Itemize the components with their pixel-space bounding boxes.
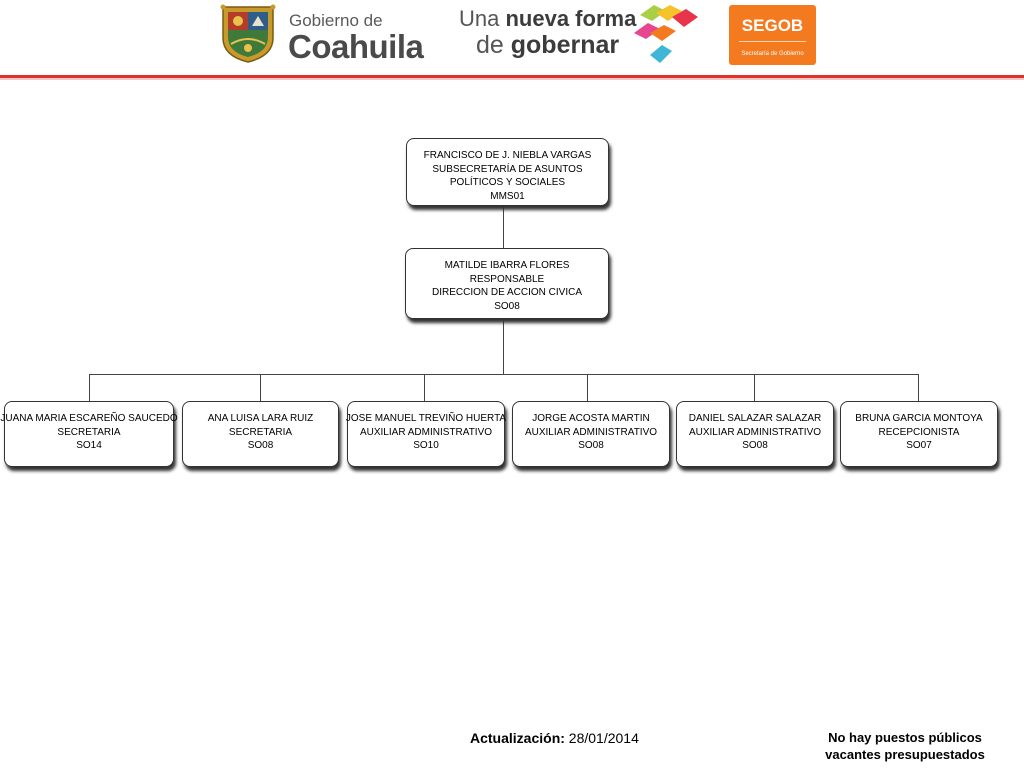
node-name: MATILDE IBARRA FLORES: [444, 260, 570, 271]
node-role: RESPONSABLE: [469, 273, 545, 285]
connector-drop-1: [89, 374, 90, 402]
connector-drop-5: [754, 374, 755, 402]
node-code: SO14: [76, 440, 102, 451]
org-node-staff: BRUNA GARCIA MONTOYA RECEPCIONISTA SO07: [840, 401, 998, 467]
node-code: SO08: [742, 440, 768, 451]
segob-logo: SEGOB Secretaría de Gobierno: [729, 5, 816, 65]
tagline-2-light: de: [476, 31, 504, 59]
tagline-1-bold: nueva forma: [505, 6, 637, 31]
page-header: Gobierno de Coahuila Una nueva forma de …: [0, 0, 1024, 80]
update-date: 28/01/2014: [568, 730, 639, 746]
header-red-rule: [0, 75, 1024, 78]
segob-subtitle: Secretaría de Gobierno: [741, 51, 804, 57]
node-role: AUXILIAR ADMINISTRATIVO: [688, 426, 822, 438]
connector-top-to-middle: [503, 205, 504, 248]
node-role: SUBSECRETARÍA DE ASUNTOS: [432, 163, 583, 175]
colorful-swoosh-logo: [634, 5, 698, 63]
node-name: BRUNA GARCIA MONTOYA: [855, 413, 983, 424]
tagline-line-1: Una nueva forma: [459, 6, 636, 32]
header-rule-shadow: [0, 78, 1024, 80]
node-role: AUXILIAR ADMINISTRATIVO: [359, 426, 493, 438]
vacancies-note: No hay puestos públicos vacantes presupu…: [812, 729, 998, 763]
node-role: RECEPCIONISTA: [878, 426, 960, 438]
connector-drop-2: [260, 374, 261, 402]
node-role: AUXILIAR ADMINISTRATIVO: [524, 426, 658, 438]
node-role-cont: POLÍTICOS Y SOCIALES: [449, 177, 566, 188]
node-department: DIRECCION DE ACCION CIVICA: [431, 287, 583, 298]
node-name: ANA LUISA LARA RUIZ: [207, 413, 314, 424]
node-name: FRANCISCO DE J. NIEBLA VARGAS: [423, 150, 592, 161]
segob-name: SEGOB: [741, 16, 804, 35]
tagline-line-2: de gobernar: [476, 31, 619, 60]
gov-name: Coahuila: [288, 28, 424, 65]
node-role: SECRETARIA: [228, 426, 293, 438]
org-node-staff: JUANA MARIA ESCAREÑO SAUCEDO SECRETARIA …: [0, 401, 178, 467]
node-name: JORGE ACOSTA MARTIN: [532, 413, 650, 424]
org-node-staff: DANIEL SALAZAR SALAZAR AUXILIAR ADMINIST…: [676, 401, 834, 467]
node-role: SECRETARIA: [57, 426, 121, 438]
connector-middle-to-bus: [503, 318, 504, 375]
note-line-1: No hay puestos públicos: [828, 730, 982, 745]
org-node-director: MATILDE IBARRA FLORES RESPONSABLE DIRECC…: [405, 248, 609, 319]
node-code: SO08: [578, 440, 604, 451]
node-name: DANIEL SALAZAR SALAZAR: [688, 413, 822, 424]
connector-horizontal-bus: [89, 374, 919, 375]
connector-drop-6: [918, 374, 919, 402]
segob-divider: [739, 41, 806, 42]
node-code: SO08: [247, 440, 274, 451]
node-code: SO07: [906, 440, 932, 451]
update-label: Actualización:: [470, 730, 565, 746]
note-line-2: vacantes presupuestados: [825, 747, 985, 762]
org-node-staff: JORGE ACOSTA MARTIN AUXILIAR ADMINISTRAT…: [512, 401, 670, 467]
node-code: SO08: [494, 300, 520, 312]
tagline-2-bold: gobernar: [510, 31, 620, 59]
update-date-line: Actualización: 28/01/2014: [470, 730, 639, 746]
connector-drop-3: [424, 374, 425, 402]
gov-prefix: Gobierno de: [289, 11, 383, 30]
org-node-staff: ANA LUISA LARA RUIZ SECRETARIA SO08: [182, 401, 339, 467]
node-code: SO10: [413, 440, 439, 451]
node-name: JUANA MARIA ESCAREÑO SAUCEDO: [0, 413, 178, 424]
connector-drop-4: [587, 374, 588, 402]
org-node-subsecretary: FRANCISCO DE J. NIEBLA VARGAS SUBSECRETA…: [406, 138, 609, 206]
org-node-staff: JOSE MANUEL TREVIÑO HUERTA AUXILIAR ADMI…: [345, 401, 507, 467]
coahuila-crest-logo: [220, 4, 276, 63]
node-code: MMS01: [490, 190, 525, 202]
tagline-1-light: Una: [459, 6, 500, 31]
node-name: JOSE MANUEL TREVIÑO HUERTA: [345, 413, 507, 424]
